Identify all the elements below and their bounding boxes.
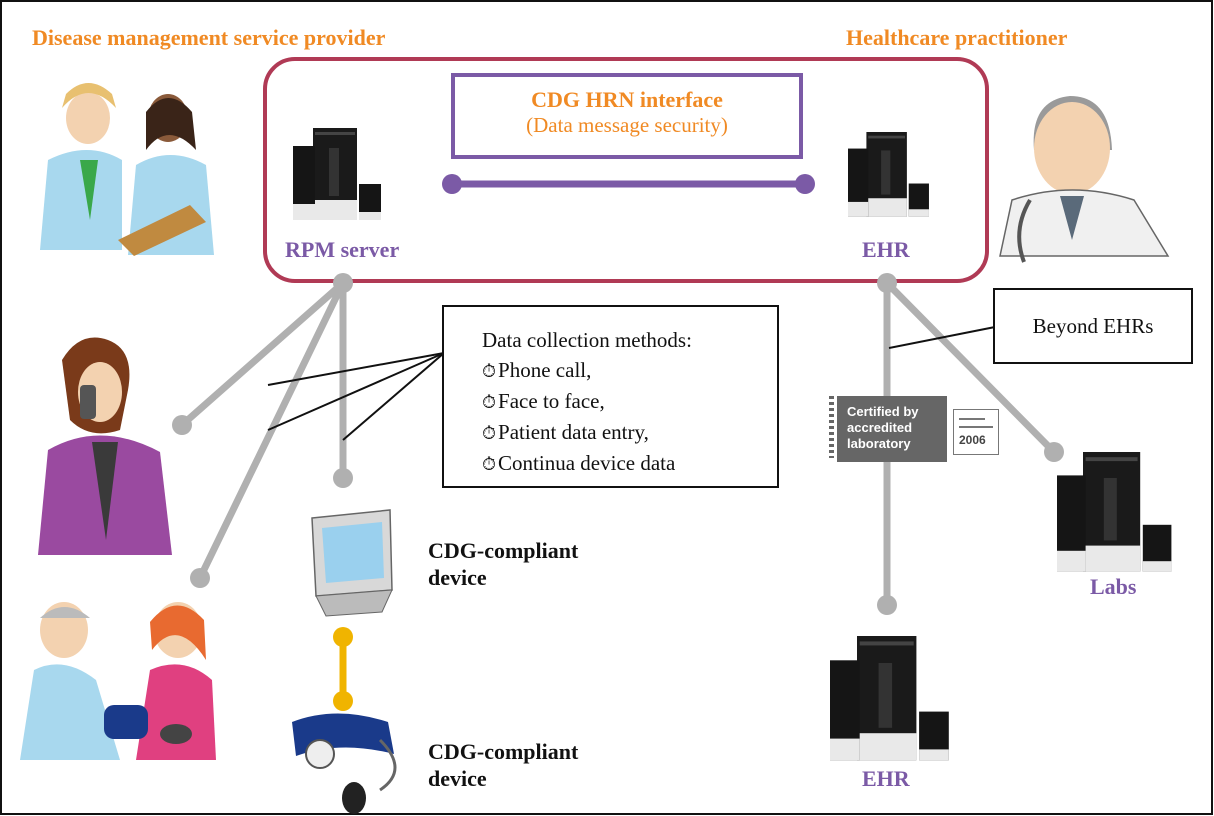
labs-server-icon bbox=[1057, 452, 1172, 572]
interface-title: CDG HRN interface bbox=[531, 87, 723, 112]
beyond-ehrs-box: Beyond EHRs bbox=[993, 288, 1193, 364]
header-left: Disease management service provider bbox=[32, 25, 386, 50]
certification-badge: Certified by accredited laboratory bbox=[837, 396, 947, 462]
device2-label: CDG-compliant device bbox=[428, 739, 579, 791]
interface-subtitle: (Data message security) bbox=[526, 113, 728, 137]
methods-pointers bbox=[267, 352, 445, 441]
beyond-ehrs-label: Beyond EHRs bbox=[1032, 313, 1154, 338]
doctor-clipart bbox=[999, 96, 1170, 263]
certification-year: 2006 bbox=[959, 433, 986, 447]
certificate-document-icon: 2006 bbox=[953, 409, 999, 455]
clock-icon: ⏱ bbox=[482, 454, 497, 474]
header-right: Healthcare practitioner bbox=[846, 25, 1068, 50]
face-patient-dot bbox=[190, 568, 210, 588]
rpm-connectors bbox=[178, 279, 347, 582]
provider-region bbox=[263, 57, 989, 283]
ehr-top-server-icon bbox=[848, 132, 929, 217]
ehr-bottom-label: EHR bbox=[862, 766, 910, 791]
methods-title: Data collection methods: bbox=[482, 328, 692, 352]
rpm-server-label: RPM server bbox=[285, 237, 400, 262]
device-link-top-dot bbox=[333, 627, 353, 647]
interface-link-end-dot bbox=[795, 174, 815, 194]
labs-label: Labs bbox=[1090, 574, 1137, 599]
face-patient-clipart bbox=[20, 602, 216, 760]
rpm-server-icon bbox=[293, 128, 381, 220]
beyond-pointer bbox=[888, 326, 996, 349]
clock-icon: ⏱ bbox=[482, 392, 497, 412]
ehr-bottom-server-icon bbox=[830, 636, 949, 761]
methods-item: ⏱Continua device data bbox=[482, 451, 676, 475]
ehr-hub-dot bbox=[877, 273, 897, 293]
methods-item: ⏱Phone call, bbox=[482, 358, 592, 382]
ehr-top-label: EHR bbox=[862, 237, 910, 262]
clock-icon: ⏱ bbox=[482, 423, 497, 443]
rpm-hub-dot bbox=[333, 273, 353, 293]
device-dot bbox=[333, 468, 353, 488]
certificate-binding bbox=[829, 396, 834, 458]
bp-cuff-clipart bbox=[292, 713, 397, 814]
ehr-bottom-dot bbox=[877, 595, 897, 615]
clock-icon: ⏱ bbox=[482, 361, 497, 381]
labs-dot bbox=[1044, 442, 1064, 462]
monitor-device-clipart bbox=[311, 509, 393, 617]
device1-label: CDG-compliant device bbox=[428, 538, 579, 590]
methods-box: Data collection methods: ⏱Phone call, ⏱F… bbox=[442, 305, 779, 488]
phone-patient-clipart bbox=[38, 337, 172, 555]
interface-box: CDG HRN interface (Data message security… bbox=[451, 73, 803, 159]
methods-item: ⏱Patient data entry, bbox=[482, 420, 649, 444]
phone-patient-dot bbox=[172, 415, 192, 435]
providers-clipart bbox=[40, 83, 214, 256]
methods-item: ⏱Face to face, bbox=[482, 389, 605, 413]
interface-link-start-dot bbox=[442, 174, 462, 194]
device-link-bottom-dot bbox=[333, 691, 353, 711]
